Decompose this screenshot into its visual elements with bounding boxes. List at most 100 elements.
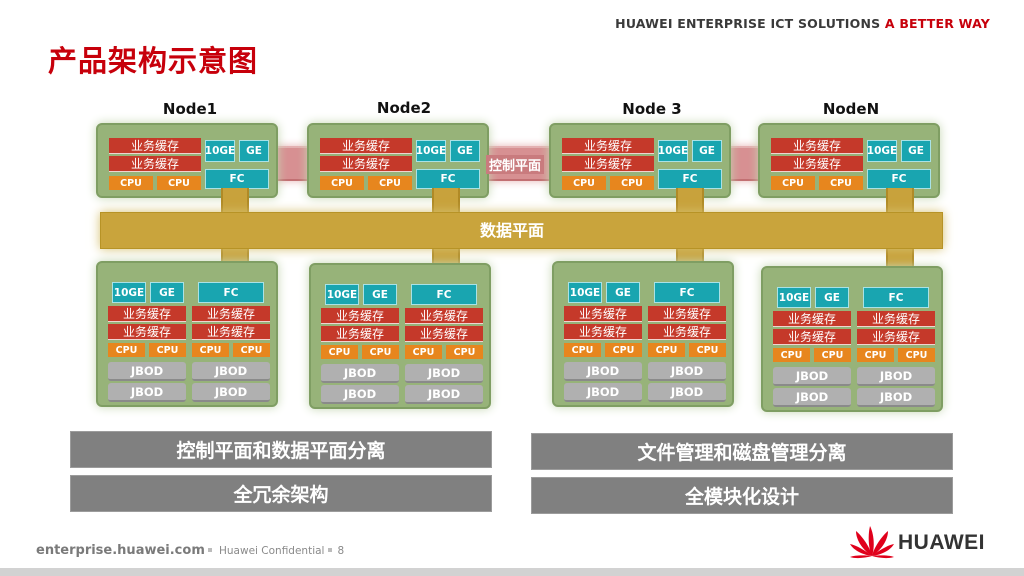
port-ge-block: GE [239,140,269,162]
cpu-block: CPU [446,345,483,359]
business-cache-block: 业务缓存 [405,326,483,342]
port-10ge-block: 10GE [777,287,811,308]
business-cache-block: 业务缓存 [109,156,201,172]
business-cache-block: 业务缓存 [321,326,399,342]
cpu-block: CPU [898,348,935,362]
jbod-block: JBOD [773,388,851,407]
cpu-block: CPU [562,176,606,190]
jbod-block: JBOD [321,385,399,404]
tagline-main: HUAWEI ENTERPRISE ICT SOLUTIONS [615,16,881,31]
cpu-block: CPU [857,348,894,362]
port-ge-block: GE [606,282,640,303]
port-fc-block: FC [654,282,720,303]
jbod-block: JBOD [857,367,935,386]
port-ge-block: GE [901,140,931,162]
port-fc-block: FC [867,169,931,189]
header-tagline: HUAWEI ENTERPRISE ICT SOLUTIONS A BETTER… [615,16,990,31]
cpu-block: CPU [368,176,412,190]
jbod-block: JBOD [648,362,726,381]
cpu-block: CPU [362,345,399,359]
port-ge-block: GE [363,284,397,305]
business-cache-block: 业务缓存 [564,324,642,340]
cpu-block: CPU [564,343,601,357]
port-fc-block: FC [416,169,480,189]
port-fc-block: FC [658,169,722,189]
summary-modular-design: 全模块化设计 [531,477,953,514]
jbod-block: JBOD [648,383,726,402]
business-cache-block: 业务缓存 [109,138,201,154]
control-plane-label: 控制平面 [486,155,545,174]
cpu-block: CPU [610,176,654,190]
cpu-block: CPU [192,343,229,357]
jbod-block: JBOD [108,362,186,381]
business-cache-block: 业务缓存 [773,329,851,345]
business-cache-block: 业务缓存 [857,311,935,327]
port-10ge-block: 10GE [112,282,146,303]
port-10ge-block: 10GE [568,282,602,303]
port-10ge-block: 10GE [658,140,688,162]
cpu-block: CPU [157,176,201,190]
business-cache-block: 业务缓存 [562,138,654,154]
tagline-accent: A BETTER WAY [884,16,990,31]
huawei-logo-text: HUAWEI [898,531,985,554]
business-cache-block: 业务缓存 [320,156,412,172]
jbod-block: JBOD [192,362,270,381]
cpu-block: CPU [405,345,442,359]
port-10ge-block: 10GE [325,284,359,305]
business-cache-block: 业务缓存 [405,308,483,324]
business-cache-block: 业务缓存 [562,156,654,172]
port-10ge-block: 10GE [867,140,897,162]
summary-file-disk-separation: 文件管理和磁盘管理分离 [531,433,953,470]
port-fc-block: FC [863,287,929,308]
port-ge-block: GE [150,282,184,303]
page-number: 8 [337,545,345,557]
page-title: 产品架构示意图 [48,44,259,78]
business-cache-block: 业务缓存 [192,306,270,322]
port-ge-block: GE [815,287,849,308]
cpu-block: CPU [648,343,685,357]
business-cache-block: 业务缓存 [108,324,186,340]
cpu-block: CPU [773,348,810,362]
jbod-block: JBOD [108,383,186,402]
business-cache-block: 业务缓存 [321,308,399,324]
cpu-block: CPU [321,345,358,359]
jbod-block: JBOD [564,362,642,381]
footer-url: enterprise.huawei.com [36,543,205,558]
node-label-1: Node1 [162,100,218,118]
business-cache-block: 业务缓存 [192,324,270,340]
business-cache-block: 业务缓存 [771,156,863,172]
node-label-n: NodeN [822,100,880,118]
port-fc-block: FC [198,282,264,303]
confidential-label: Huawei Confidential [219,545,325,557]
cpu-block: CPU [771,176,815,190]
business-cache-block: 业务缓存 [108,306,186,322]
jbod-block: JBOD [405,385,483,404]
footer-confidential: Huawei Confidential 8 [208,545,344,557]
business-cache-block: 业务缓存 [773,311,851,327]
cpu-block: CPU [689,343,726,357]
node-label-2: Node2 [376,99,432,117]
port-ge-block: GE [450,140,480,162]
jbod-block: JBOD [321,364,399,383]
bottom-strip [0,568,1024,576]
business-cache-block: 业务缓存 [857,329,935,345]
jbod-block: JBOD [857,388,935,407]
cpu-block: CPU [108,343,145,357]
jbod-block: JBOD [773,367,851,386]
business-cache-block: 业务缓存 [648,306,726,322]
cpu-block: CPU [149,343,186,357]
summary-control-data-separation: 控制平面和数据平面分离 [70,431,492,468]
data-plane-band [100,212,943,249]
cpu-block: CPU [233,343,270,357]
cpu-block: CPU [814,348,851,362]
huawei-logo: HUAWEI [848,522,998,562]
business-cache-block: 业务缓存 [564,306,642,322]
